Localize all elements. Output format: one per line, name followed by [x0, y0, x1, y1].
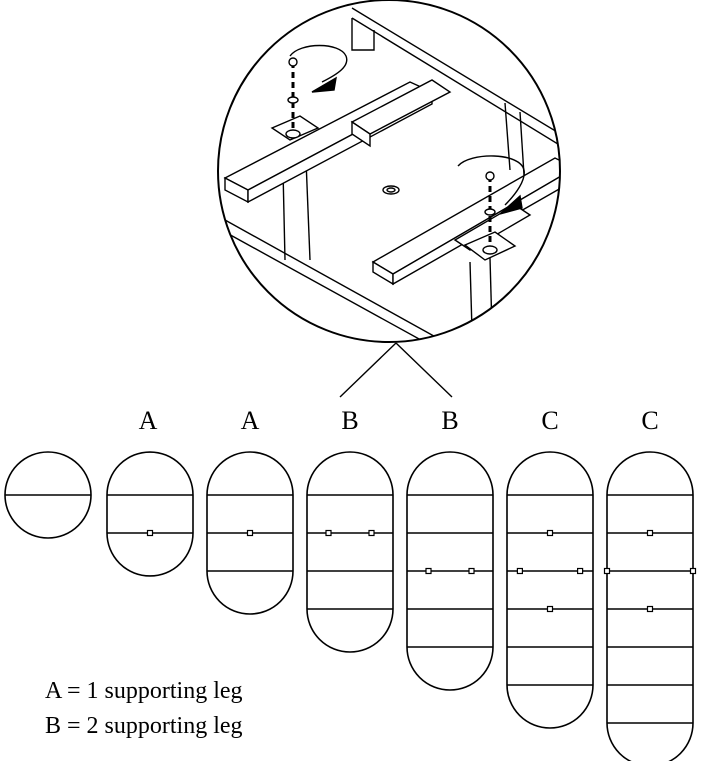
table-config-4 [306, 451, 394, 653]
rotation-arrow-right [457, 155, 525, 215]
callout-lines [339, 342, 453, 398]
column-label-2: A [240, 406, 260, 435]
bolt-right [482, 171, 498, 255]
column-label-6: C [641, 406, 659, 435]
table-config-6 [506, 451, 594, 729]
support-leg-marker [546, 529, 554, 537]
support-leg-marker [646, 529, 654, 537]
support-leg-marker [689, 567, 697, 575]
magnifier-circle [217, 0, 561, 343]
support-leg-marker [576, 567, 584, 575]
support-leg-marker [603, 567, 611, 575]
support-leg-marker [368, 529, 375, 537]
column-label-5: C [541, 406, 559, 435]
support-leg-marker [246, 529, 254, 537]
support-leg-marker [516, 567, 524, 575]
rotation-arrow-left [289, 44, 348, 93]
support-leg-marker [546, 605, 554, 613]
centre-hole [382, 185, 400, 195]
slide-rail-left [223, 79, 452, 204]
legend-line-a: A = 1 supporting leg [45, 678, 243, 704]
support-leg-marker [425, 567, 432, 575]
magnified-detail [217, 0, 561, 398]
table-configurations [4, 451, 697, 766]
slide-rail-right [371, 157, 560, 286]
support-leg-marker [325, 529, 332, 537]
column-label-1: A [138, 406, 158, 435]
bolt-left [285, 57, 301, 139]
support-leg-marker [646, 605, 654, 613]
support-leg-marker [146, 529, 154, 537]
table-config-2 [106, 451, 194, 577]
support-leg-marker [468, 567, 475, 575]
column-label-4: B [441, 406, 459, 435]
bracket-plate-left [270, 115, 320, 141]
column-label-3: B [341, 406, 359, 435]
legend-line-b: B = 2 supporting leg [45, 713, 243, 739]
